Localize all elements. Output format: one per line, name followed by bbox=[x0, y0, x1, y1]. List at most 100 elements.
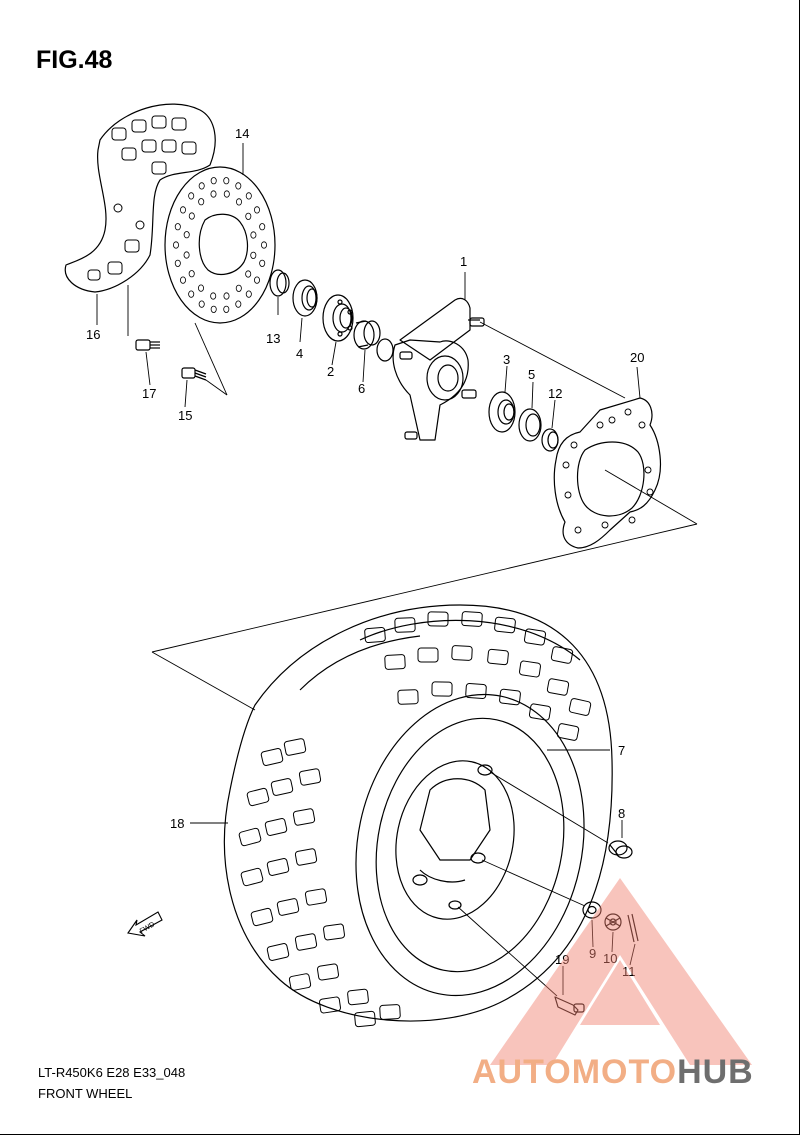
callout-6: 6 bbox=[358, 381, 365, 396]
callout-4: 4 bbox=[296, 346, 303, 361]
tread-block bbox=[266, 858, 290, 876]
tread-block bbox=[461, 611, 483, 627]
tread-block bbox=[451, 645, 473, 661]
tread-block bbox=[246, 787, 270, 807]
disc-vent-hole bbox=[245, 212, 252, 220]
callout-10: 10 bbox=[603, 951, 617, 966]
tread-block bbox=[316, 963, 340, 981]
tread-block bbox=[318, 996, 342, 1014]
part-20-hub-cover bbox=[553, 397, 661, 549]
disc-vent-hole bbox=[250, 251, 257, 259]
disc-vent-hole bbox=[253, 276, 260, 284]
part-2-bearing bbox=[322, 294, 354, 342]
disc-vent-hole bbox=[198, 300, 205, 308]
part-4-oil-seal bbox=[292, 279, 318, 317]
disc-vent-hole bbox=[174, 223, 181, 231]
callout-11: 11 bbox=[622, 964, 636, 979]
tread-block bbox=[270, 778, 294, 796]
disc-vent-hole bbox=[183, 251, 190, 259]
part-7-rim bbox=[355, 693, 585, 997]
tread-block bbox=[323, 923, 345, 941]
tread-block bbox=[238, 827, 262, 847]
watermark-part-hub: HUB bbox=[677, 1053, 754, 1091]
disc-vent-hole bbox=[245, 290, 252, 298]
tread-block bbox=[487, 648, 509, 666]
tread-block bbox=[364, 626, 386, 644]
disc-vent-hole bbox=[210, 177, 217, 185]
disc-vent-hole bbox=[235, 300, 242, 308]
callout-16: 16 bbox=[86, 327, 100, 342]
callout-13: 13 bbox=[266, 331, 280, 346]
tread-block bbox=[518, 660, 542, 678]
part-6-spacer bbox=[353, 320, 381, 350]
part-3-bearing bbox=[488, 391, 516, 433]
tread-block bbox=[294, 848, 318, 866]
disc-vent-hole bbox=[188, 270, 195, 278]
disc-vent-hole bbox=[188, 192, 195, 200]
disc-vent-hole bbox=[235, 198, 242, 206]
watermark-part-auto: AUTOMOTO bbox=[472, 1053, 677, 1091]
model-code: LT-R450K6 E28 E33_048 bbox=[38, 1065, 186, 1080]
disc-vent-hole bbox=[245, 270, 252, 278]
part-11-cotter-pin bbox=[627, 913, 639, 943]
callout-5: 5 bbox=[528, 367, 535, 382]
callout-7: 7 bbox=[618, 743, 625, 758]
tread-block bbox=[384, 654, 406, 670]
tread-block bbox=[266, 943, 290, 961]
tread-block bbox=[283, 738, 307, 756]
disc-vent-hole bbox=[198, 182, 205, 190]
tread-block bbox=[240, 867, 264, 887]
disc-vent-hole bbox=[253, 206, 260, 214]
part-18-tire bbox=[223, 604, 613, 1028]
disc-vent-hole bbox=[188, 212, 195, 220]
tread-block bbox=[568, 698, 592, 716]
part-17-bolt bbox=[135, 339, 160, 351]
disc-vent-hole bbox=[250, 231, 257, 239]
callout-17: 17 bbox=[142, 386, 156, 401]
disc-vent-hole bbox=[188, 290, 195, 298]
disc-vent-hole bbox=[210, 305, 217, 313]
tread-block bbox=[294, 933, 318, 951]
disc-vent-hole bbox=[210, 292, 217, 300]
disc-vent-hole bbox=[210, 190, 217, 198]
tread-block bbox=[354, 1010, 376, 1028]
tread-block bbox=[379, 1004, 401, 1020]
callout-9: 9 bbox=[589, 946, 596, 961]
tread-block bbox=[523, 628, 547, 646]
tread-block bbox=[250, 907, 274, 927]
disc-vent-hole bbox=[259, 259, 266, 267]
disc-vent-hole bbox=[179, 276, 186, 284]
tread-block bbox=[427, 611, 449, 627]
automotohub-watermark: AUTOMOTOHUB bbox=[472, 878, 754, 1091]
tread-block bbox=[528, 703, 552, 721]
tread-block bbox=[347, 988, 369, 1006]
callout-15: 15 bbox=[178, 408, 192, 423]
part-5-oil-seal bbox=[518, 408, 542, 442]
tread-block bbox=[397, 689, 419, 705]
callout-19: 19 bbox=[555, 952, 569, 967]
tread-block bbox=[292, 808, 316, 826]
part-10-castle-nut bbox=[604, 913, 622, 931]
tread-block bbox=[417, 647, 439, 663]
tread-block bbox=[276, 898, 300, 916]
callout-14: 14 bbox=[235, 126, 249, 141]
disc-vent-hole bbox=[179, 206, 186, 214]
part-1-front-hub bbox=[376, 297, 485, 441]
tread-block bbox=[431, 681, 453, 697]
fwd-direction-arrow: FWD bbox=[127, 911, 163, 937]
disc-vent-hole bbox=[197, 284, 204, 292]
callout-1: 1 bbox=[460, 254, 467, 269]
part-12-dust-seal bbox=[541, 428, 559, 452]
disc-vent-hole bbox=[223, 177, 230, 185]
part-13-dust-seal bbox=[269, 269, 290, 297]
disc-vent-hole bbox=[174, 259, 181, 267]
callout-12: 12 bbox=[548, 386, 562, 401]
disc-vent-hole bbox=[259, 223, 266, 231]
callout-2: 2 bbox=[327, 364, 334, 379]
figure-title: FIG.48 bbox=[36, 46, 113, 74]
disc-vent-hole bbox=[172, 241, 179, 249]
part-16-disc-guard bbox=[64, 103, 216, 293]
part-19-valve bbox=[554, 996, 585, 1016]
